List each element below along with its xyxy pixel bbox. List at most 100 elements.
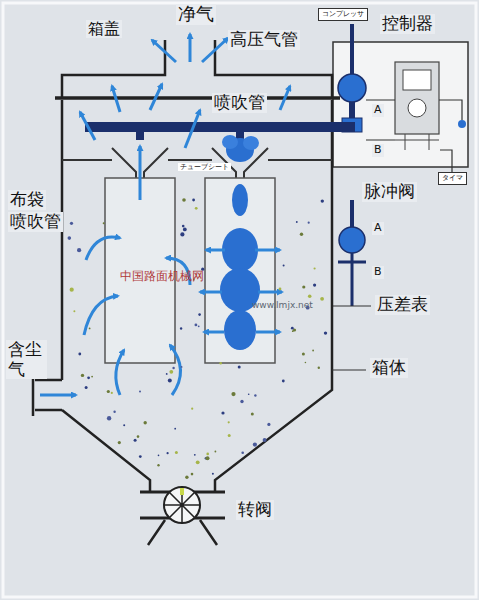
- drawing-circle: [191, 408, 193, 410]
- part-label: 箱盖: [86, 20, 122, 38]
- drawing-circle: [318, 367, 320, 369]
- drawing-circle: [172, 367, 174, 369]
- drawing-circle: [291, 327, 294, 330]
- drawing-circle: [251, 412, 254, 415]
- drawing-path: [116, 350, 124, 395]
- drawing-circle: [181, 366, 183, 368]
- drawing-circle: [305, 362, 307, 364]
- drawing-path: [439, 100, 462, 120]
- drawing-path: [332, 305, 371, 306]
- drawing-rect: [3, 3, 476, 597]
- drawing-circle: [167, 452, 169, 454]
- drawing-circle: [241, 452, 244, 455]
- drawing-path: [280, 86, 290, 110]
- drawing-circle: [89, 328, 91, 330]
- drawing-circle: [113, 411, 115, 413]
- drawing-circle: [169, 370, 173, 374]
- drawing-circle: [180, 232, 184, 236]
- drawing-path: [112, 86, 120, 112]
- drawing-path: [366, 100, 395, 140]
- part-label: 控制器: [380, 14, 435, 34]
- part-label: チューブシート: [178, 163, 231, 171]
- part-label: 布袋: [8, 190, 46, 210]
- drawing-circle: [73, 310, 75, 312]
- drawing-circle: [312, 350, 314, 352]
- drawing-rect: [403, 70, 431, 90]
- drawing-circle: [300, 233, 303, 236]
- drawing-circle: [314, 267, 316, 269]
- drawing-circle: [198, 313, 201, 316]
- drawing-circle: [85, 386, 88, 389]
- watermark: 中国路面机械网: [118, 270, 206, 284]
- drawing-path: [395, 134, 439, 150]
- drawing-ellipse: [222, 135, 238, 149]
- drawing-circle: [111, 392, 113, 394]
- drawing-circle: [228, 421, 230, 423]
- port-label: A: [372, 104, 384, 117]
- drawing-path: [206, 249, 225, 252]
- drawing-circle: [182, 198, 186, 202]
- drawing-circle: [458, 120, 466, 128]
- drawing-rect: [85, 122, 355, 132]
- drawing-circle: [240, 400, 243, 403]
- drawing-rect: [205, 178, 275, 363]
- flow-label: 含尘气: [6, 340, 47, 379]
- drawing-path: [204, 331, 224, 334]
- drawing-circle: [157, 464, 159, 466]
- drawing-path: [440, 150, 452, 172]
- drawing-circle: [324, 331, 327, 334]
- drawing-circle: [338, 74, 366, 102]
- part-label: 喷吹管: [8, 212, 63, 232]
- drawing-ellipse: [243, 136, 259, 150]
- drawing-circle: [206, 453, 209, 456]
- drawing-circle: [70, 288, 74, 292]
- drawing-circle: [195, 324, 198, 327]
- drawing-path: [152, 40, 176, 62]
- dust-particles: [68, 198, 328, 479]
- drawing-path: [200, 291, 222, 294]
- drawing-circle: [81, 374, 84, 377]
- drawing-circle: [221, 411, 224, 414]
- drawing-circle: [292, 330, 294, 332]
- drawing-circle: [175, 451, 178, 454]
- drawing-path: [62, 100, 332, 492]
- drawing-circle: [228, 434, 231, 437]
- drawing-circle: [195, 207, 198, 210]
- drawing-circle: [339, 227, 365, 253]
- drawing-circle: [68, 236, 72, 240]
- box-text: コンプレッサ: [322, 10, 364, 18]
- drawing-path: [80, 112, 95, 140]
- drawing-circle: [168, 379, 172, 383]
- watermark: www.lmjx.net: [250, 300, 315, 310]
- drawing-circle: [77, 248, 81, 252]
- drawing-circle: [302, 352, 305, 355]
- drawing-rect: [395, 62, 439, 134]
- drawing-circle: [248, 394, 250, 396]
- port-label: A: [372, 222, 384, 235]
- drawing-circle: [215, 451, 217, 453]
- drawing-circle: [231, 392, 235, 396]
- drawing-path: [164, 487, 200, 523]
- drawing-path: [55, 96, 340, 100]
- drawing-path: [180, 488, 184, 495]
- drawing-circle: [182, 225, 185, 228]
- drawing-circle: [254, 394, 256, 396]
- drawing-circle: [87, 376, 90, 379]
- drawing-circle: [107, 390, 110, 393]
- drawing-circle: [158, 455, 160, 457]
- drawing-circle: [282, 380, 285, 383]
- drawing-path: [258, 291, 282, 294]
- drawing-path: [185, 110, 200, 148]
- box-text: タイマ: [442, 174, 463, 182]
- drawing-circle: [308, 222, 310, 224]
- part-label: 压差表: [375, 295, 430, 315]
- drawing-circle: [212, 473, 214, 475]
- drawing-circle: [139, 455, 142, 458]
- drawing-circle: [78, 353, 81, 356]
- drawing-circle: [134, 439, 137, 442]
- drawing-circle: [267, 423, 270, 426]
- drawing-circle: [253, 443, 257, 447]
- drawing-circle: [198, 325, 200, 327]
- drawing-path: [139, 146, 142, 200]
